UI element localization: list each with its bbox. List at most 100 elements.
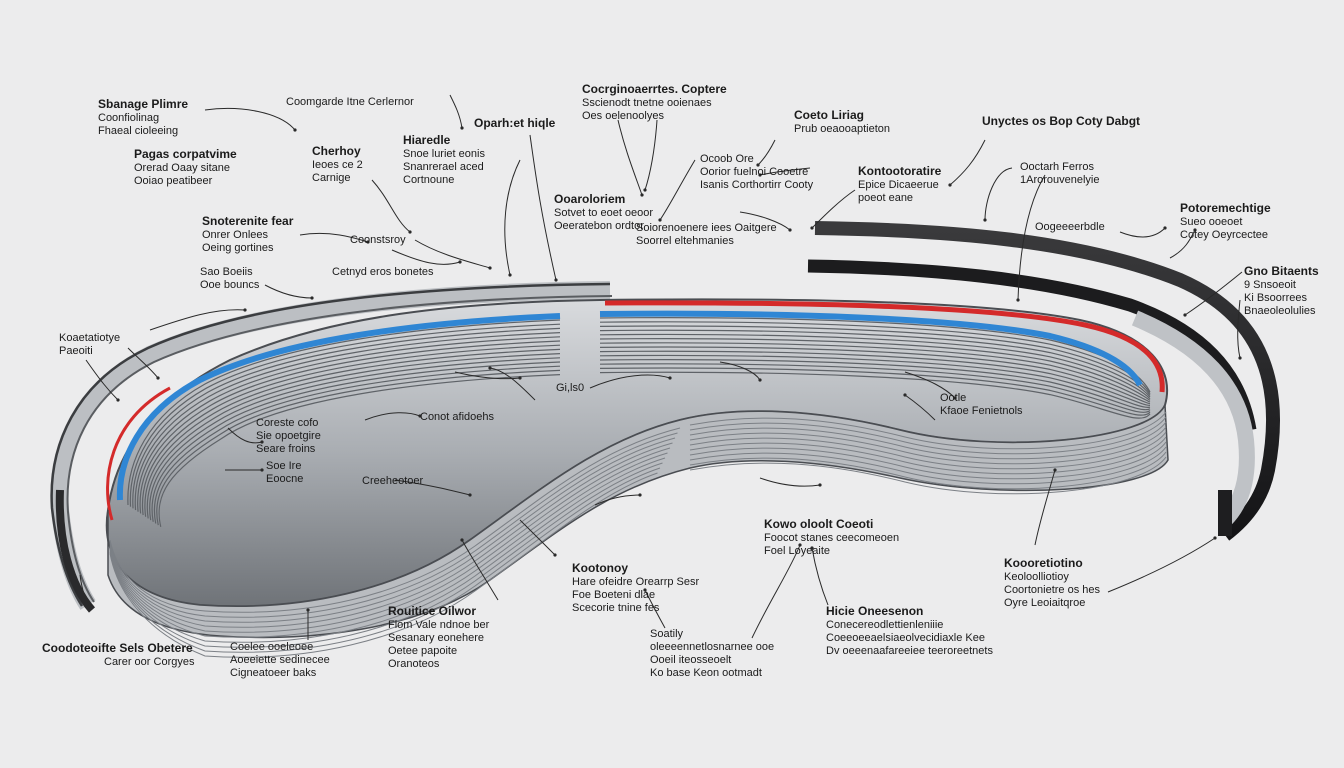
leader-tip	[1238, 356, 1242, 360]
label-coreste-cofo: Coreste cofo Sie opoetgire Seare froins	[256, 417, 321, 455]
belt-layer-line	[599, 333, 1151, 400]
leader-tip	[366, 240, 370, 244]
leader-line	[414, 239, 491, 269]
label-cherhoy: Cherhoy Ieoes ce 2 Carnige	[312, 144, 363, 184]
label-ootle: Ootle Kfaoe Fenietnols	[940, 392, 1023, 417]
leader-tip	[458, 260, 462, 264]
leader-tip	[1183, 313, 1187, 317]
leader-line	[589, 374, 671, 389]
outer-band	[807, 221, 1281, 541]
leader-line	[949, 139, 986, 186]
label-oparhet-hiqle: Oparh:et hiqle	[474, 116, 556, 130]
belt-face-line	[109, 462, 663, 648]
leader-line	[984, 167, 1013, 221]
leader-tip	[758, 173, 762, 177]
belt-layer-line	[599, 363, 1151, 413]
leader-line	[759, 167, 811, 176]
leader-line	[394, 479, 471, 496]
leader-tip	[553, 553, 557, 557]
leader-line	[79, 574, 91, 606]
label-potoremechtige: Potoremechtige Sueo ooeoet Cotey Oeyrcec…	[1180, 201, 1271, 241]
leader-line	[811, 547, 829, 606]
leader-line	[529, 134, 557, 281]
leader-tip	[293, 128, 297, 132]
belt-layer-line	[599, 371, 1151, 419]
belt-layer-line	[137, 336, 561, 512]
leader-line	[1169, 229, 1196, 259]
belt-face-line	[109, 437, 676, 623]
leader-tip	[640, 193, 644, 197]
leader-line	[449, 94, 463, 129]
label-coonstsroy: Coonstsroy	[350, 234, 406, 246]
leader-line	[759, 477, 821, 487]
leader-line	[461, 539, 499, 601]
leader-tip	[508, 273, 512, 277]
belt-face-line	[689, 411, 1167, 450]
belt-face-line	[689, 431, 1167, 470]
label-ooaroloriem: Ooaroloriem Sotvet to eoet oeoor Oeerate…	[554, 192, 654, 232]
leader-tip	[518, 376, 522, 380]
leader-tip	[418, 414, 422, 418]
leader-tip	[953, 396, 957, 400]
leader-line	[85, 359, 119, 401]
label-oogeeeerbdle: Oogeeeerbdle	[1035, 221, 1105, 233]
belt-face-line	[689, 446, 1167, 485]
leader-tip	[643, 588, 647, 592]
belt-face-line	[109, 452, 668, 638]
leader-line	[644, 589, 666, 629]
leader-tip	[554, 278, 558, 282]
belt-layer-line	[134, 332, 561, 511]
belt-face-line	[109, 457, 666, 643]
label-kontootoratire: Kontootoratire Epice Dicaeerue poeot ean…	[858, 164, 942, 204]
label-cetnyd-eros: Cetnyd eros bonetes	[332, 266, 434, 278]
belt-layer-line	[149, 357, 561, 521]
leader-line	[1017, 174, 1046, 301]
label-koaetatiotye: Koaetatiotye Paeoiti	[59, 332, 121, 357]
leader-line	[617, 119, 643, 196]
leader-tip	[758, 378, 762, 382]
belt-layer-line	[129, 323, 561, 507]
belt-layer-line	[599, 350, 1151, 407]
leader-line	[644, 119, 658, 191]
leader-tip	[260, 468, 264, 472]
belt-layer-line	[599, 338, 1151, 401]
label-snoterenite: Snoterenite fear Onrer Onlees Oeing gort…	[202, 214, 294, 254]
label-hicie-oneesenon: Hicie Oneesenon Conecereodlettienleniiie…	[826, 604, 993, 657]
belt-layer-line	[599, 354, 1151, 408]
leader-tip	[638, 493, 642, 497]
belt-layer-line	[599, 346, 1151, 405]
leader-line	[504, 159, 521, 276]
leader-tip	[260, 440, 264, 444]
leader-line	[391, 249, 461, 265]
leader-lines	[79, 94, 1243, 641]
leader-line	[757, 139, 776, 166]
belt-face-line	[689, 426, 1167, 465]
leader-tip	[408, 230, 412, 234]
belt-face-line	[689, 456, 1167, 495]
leader-tip	[788, 228, 792, 232]
leader-line	[364, 412, 421, 421]
belt-layer-line	[599, 325, 1151, 396]
belt-face-line	[689, 416, 1167, 455]
label-sbanage-plimre: Sbanage Plimre Coonfiolinag Fhaeal ciole…	[98, 97, 189, 137]
leader-tip	[1193, 228, 1197, 232]
label-coelee: Coelee ooeleoee Aoeeiette sedinecee Cign…	[230, 641, 330, 679]
leader-tip	[658, 218, 662, 222]
leader-line	[264, 284, 313, 299]
leader-tip	[156, 376, 160, 380]
label-ooctarh-ferros: Ooctarh Ferros 1Arorouvenelyie	[1020, 161, 1100, 186]
leader-tip	[1016, 298, 1020, 302]
band-end-clip	[1218, 490, 1232, 536]
leader-tip	[310, 296, 314, 300]
belt-face-line	[109, 427, 681, 613]
belt-face-line	[689, 441, 1167, 480]
leader-tip	[460, 126, 464, 130]
leader-line	[659, 159, 696, 221]
leader-line	[904, 371, 956, 399]
label-unyctes: Unyctes os Bop Coty Dabgt	[982, 114, 1141, 128]
leader-line	[204, 107, 296, 131]
leader-line	[811, 189, 856, 229]
belt-layer-line	[599, 342, 1151, 403]
